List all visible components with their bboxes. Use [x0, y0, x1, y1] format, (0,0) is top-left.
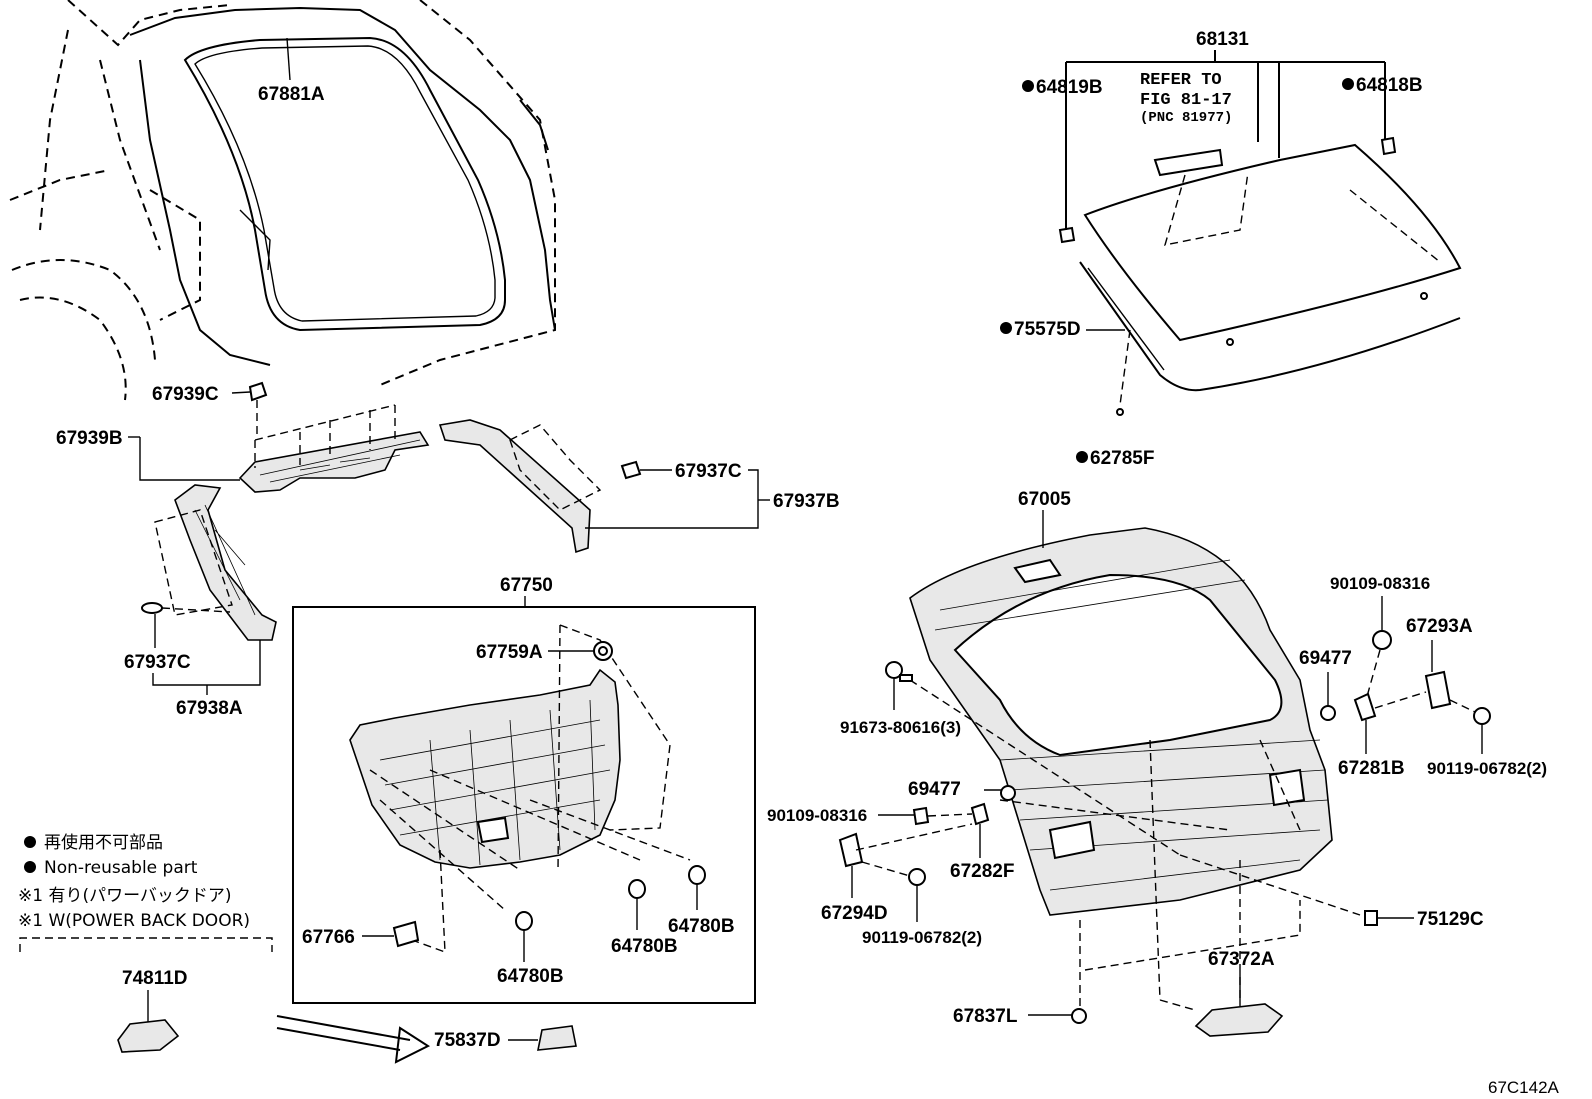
part-label-67759A: 67759A [476, 642, 543, 663]
part-label-75129C: 75129C [1417, 909, 1484, 930]
part-label-75837D: 75837D [434, 1030, 501, 1051]
part-67766-shape [392, 920, 420, 948]
legend-note-jp: ※1 有り(パワーバックドア) [18, 886, 232, 906]
part-label-90119-06782-a: 90119-06782(2) [1427, 759, 1547, 778]
part-label-75575D: 75575D [1014, 319, 1081, 340]
figure-id: 67C142A [1488, 1078, 1560, 1097]
bolt-90119-06782-a [1473, 707, 1491, 725]
pillar-trim-left-illustration [141, 484, 277, 641]
refer-line-1: REFER TO [1140, 71, 1222, 90]
refer-line-2: FIG 81-17 [1140, 91, 1232, 110]
refer-line-3: (PNC 81977) [1140, 110, 1232, 126]
part-label-64780B-a: 64780B [497, 966, 564, 987]
bolt-90109-08316-a [1372, 630, 1392, 650]
part-label-64819B: 64819B [1036, 77, 1103, 98]
back-door-glass-illustration [1058, 136, 1462, 416]
hinge-67281B [1353, 692, 1377, 722]
part-label-69477-a: 69477 [1299, 648, 1352, 669]
vehicle-body-illustration [9, 0, 556, 401]
door-trim-panel-illustration [349, 624, 691, 954]
hinge-67282F [970, 802, 990, 826]
part-label-67005: 67005 [1018, 489, 1071, 510]
part-label-67881A: 67881A [258, 84, 325, 105]
part-label-67281B: 67281B [1338, 758, 1405, 779]
nonreusable-marker [1076, 451, 1088, 463]
part-label-91673-80616: 91673-80616(3) [840, 718, 961, 737]
part-label-67937C-left: 67937C [124, 652, 191, 673]
part-label-67372A: 67372A [1208, 949, 1275, 970]
part-label-64780B-b: 64780B [611, 936, 678, 957]
part-label-68131: 68131 [1196, 29, 1249, 50]
bolt-91673-80616 [885, 661, 913, 682]
part-74811D-shape [117, 1019, 180, 1053]
part-75129C-shape [1364, 910, 1378, 926]
part-label-90119-06782-b: 90119-06782(2) [862, 928, 982, 947]
nonreusable-marker [1022, 80, 1034, 92]
part-label-62785F: 62785F [1090, 448, 1154, 469]
arrow-shaft-lower [276, 1027, 401, 1051]
part-label-90109-08316-a: 90109-08316 [1330, 574, 1430, 593]
pillar-trim-right-illustration [438, 419, 642, 554]
part-label-67939B: 67939B [56, 428, 123, 449]
part-75837D-shape [537, 1025, 577, 1051]
bracket-67293A [1424, 670, 1452, 710]
stopper-69477-b [1000, 785, 1016, 801]
part-label-67294D: 67294D [821, 903, 888, 924]
bolt-90109-08316-b [912, 806, 930, 826]
part-label-67282F: 67282F [950, 861, 1014, 882]
part-label-74811D: 74811D [122, 968, 188, 989]
part-label-67937C-top: 67937C [675, 461, 742, 482]
part-label-64780B-c: 64780B [668, 916, 735, 937]
part-label-67766: 67766 [302, 927, 355, 948]
part-label-67938A: 67938A [176, 698, 243, 719]
bolt-90119-06782-b [908, 868, 926, 886]
clip-67759A [593, 641, 613, 661]
part-label-67937B: 67937B [773, 491, 840, 512]
part-67372A-shape [1194, 1003, 1284, 1037]
part-label-67293A: 67293A [1406, 616, 1473, 637]
door-trim-kit-box [292, 606, 756, 1004]
part-label-67750: 67750 [500, 575, 553, 596]
part-label-90109-08316-b: 90109-08316 [767, 806, 867, 825]
arrow-head [394, 1026, 431, 1064]
upper-trim-illustration [238, 381, 430, 493]
part-67837L-shape [1071, 1008, 1087, 1024]
legend-nonreusable-en: Non-reusable part [44, 858, 198, 878]
legend: 再使用不可部品 Non-reusable part ※1 有り(パワーバックドア… [18, 832, 273, 952]
part-label-67837L: 67837L [953, 1006, 1018, 1027]
stopper-69477-a [1320, 705, 1336, 721]
part-label-64818B: 64818B [1356, 75, 1423, 96]
back-door-panel-illustration [909, 527, 1361, 1011]
part-label-67939C: 67939C [152, 384, 219, 405]
nonreusable-marker [1342, 78, 1354, 90]
legend-nonreusable-jp: 再使用不可部品 [44, 832, 163, 853]
legend-note-en: ※1 W(POWER BACK DOOR) [18, 911, 250, 931]
nonreusable-marker [1000, 322, 1012, 334]
arrow-shaft [276, 1015, 411, 1041]
clip-64780B-group [515, 865, 706, 931]
part-label-69477-b: 69477 [908, 779, 961, 800]
